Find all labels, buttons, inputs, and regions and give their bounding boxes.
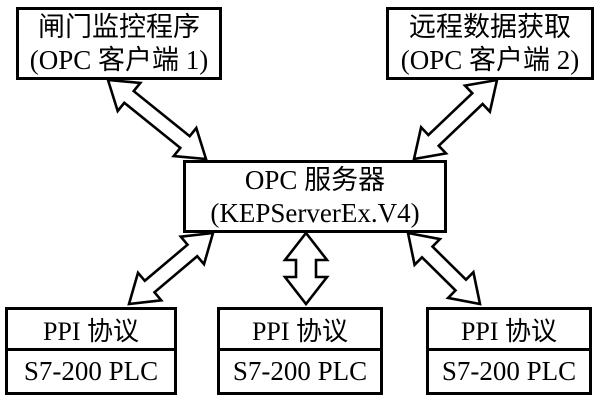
double-arrow-client1-server	[106, 78, 208, 161]
device-cell: S7-200 PLC	[8, 348, 174, 392]
node-label: 远程数据获取	[409, 11, 571, 42]
device-cell: S7-200 PLC	[429, 348, 589, 392]
device-cell: S7-200 PLC	[220, 348, 380, 392]
node-sublabel: (OPC 客户端 2)	[400, 44, 580, 75]
node-plc-station-1: PPI 协议 S7-200 PLC	[5, 307, 177, 395]
node-opc-server: OPC 服务器 (KEPServerEx.V4)	[183, 160, 447, 233]
node-label: OPC 服务器	[244, 164, 386, 195]
node-sublabel: (KEPServerEx.V4)	[210, 197, 420, 228]
double-arrow-client2-server	[412, 78, 499, 161]
protocol-cell: PPI 协议	[460, 316, 558, 346]
double-arrow-server-plc2	[282, 230, 330, 307]
double-arrow-server-plc3	[406, 231, 482, 306]
node-plc-station-2: PPI 协议 S7-200 PLC	[217, 307, 383, 395]
node-gate-monitor-client: 闸门监控程序 (OPC 客户端 1)	[16, 7, 222, 80]
protocol-cell: PPI 协议	[42, 316, 140, 346]
node-remote-data-client: 远程数据获取 (OPC 客户端 2)	[386, 7, 594, 80]
node-sublabel: (OPC 客户端 1)	[29, 44, 209, 75]
node-plc-station-3: PPI 协议 S7-200 PLC	[426, 307, 592, 395]
double-arrow-server-plc1	[127, 231, 215, 306]
node-label: 闸门监控程序	[38, 11, 200, 42]
protocol-cell: PPI 协议	[251, 316, 349, 346]
